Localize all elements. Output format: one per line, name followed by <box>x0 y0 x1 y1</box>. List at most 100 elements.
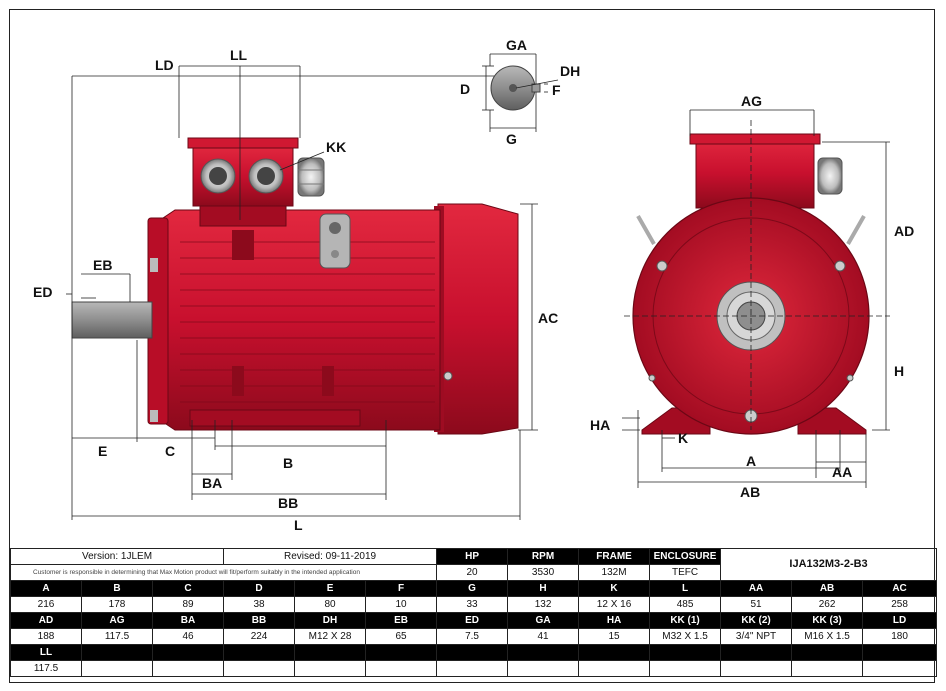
spec-value-6: 33 <box>436 596 509 613</box>
spec-value-empty <box>223 660 296 677</box>
dim-label-AA: AA <box>832 464 852 480</box>
spec-header-6: ED <box>436 612 509 629</box>
spec-sheet-frame: LD LL KK ED EB AC E C B BA BB L <box>9 9 938 683</box>
spec-header-9: KK (1) <box>649 612 722 629</box>
spec-header-6: G <box>436 580 509 597</box>
dim-label-LD: LD <box>155 57 174 73</box>
spec-value-9: 485 <box>649 596 722 613</box>
spec-value-7: 132 <box>507 596 580 613</box>
spec-header-empty <box>365 644 438 661</box>
spec-header-2: C <box>151 580 225 597</box>
dim-label-BB: BB <box>278 495 298 511</box>
dim-label-A: A <box>746 453 756 469</box>
spec-header-empty <box>151 644 225 661</box>
side-dimension-lines <box>66 65 538 520</box>
spec-value-10: 51 <box>720 596 793 613</box>
spec-header-empty <box>294 644 367 661</box>
spec-header-3: BB <box>223 612 296 629</box>
spec-header-empty <box>649 644 722 661</box>
spec-header-empty <box>720 644 793 661</box>
spec-header-12: AC <box>862 580 938 597</box>
spec-value-6: 7.5 <box>436 628 509 645</box>
spec-header-10: KK (2) <box>720 612 793 629</box>
spec-header-empty <box>578 644 651 661</box>
spec-value-1: 178 <box>81 596 153 613</box>
spec-value-empty <box>507 660 580 677</box>
spec-value-0: 188 <box>10 628 82 645</box>
spec-value-empty <box>649 660 722 677</box>
value-enclosure: TEFC <box>649 564 722 581</box>
dim-label-KK: KK <box>326 139 346 155</box>
dim-label-BA: BA <box>202 475 222 491</box>
dim-label-G: G <box>506 131 517 147</box>
spec-value-12: 258 <box>862 596 938 613</box>
spec-value-0: 216 <box>10 596 82 613</box>
dim-label-ED: ED <box>33 284 52 300</box>
spec-value-0: 117.5 <box>10 660 82 677</box>
dim-label-DH: DH <box>560 63 580 79</box>
dim-label-C: C <box>165 443 175 459</box>
revised-cell: Revised: 09-11-2019 <box>223 548 438 565</box>
spec-header-4: E <box>294 580 367 597</box>
spec-header-11: AB <box>791 580 864 597</box>
spec-value-empty <box>436 660 509 677</box>
dim-label-F: F <box>552 82 561 98</box>
spec-value-1: 117.5 <box>81 628 153 645</box>
spec-value-empty <box>720 660 793 677</box>
spec-value-2: 89 <box>151 596 225 613</box>
dim-label-AB: AB <box>740 484 760 500</box>
spec-header-7: GA <box>507 612 580 629</box>
dim-label-AC: AC <box>538 310 558 326</box>
spec-header-empty <box>223 644 296 661</box>
spec-header-empty <box>791 644 864 661</box>
spec-header-2: BA <box>151 612 225 629</box>
spec-value-8: 15 <box>578 628 651 645</box>
spec-header-10: AA <box>720 580 793 597</box>
spec-header-0: A <box>10 580 82 597</box>
shaft-end-view <box>482 53 559 132</box>
spec-value-3: 224 <box>223 628 296 645</box>
dim-label-HA: HA <box>590 417 610 433</box>
spec-header-empty <box>436 644 509 661</box>
value-frame: 132M <box>578 564 651 581</box>
spec-header-8: K <box>578 580 651 597</box>
spec-value-12: 180 <box>862 628 938 645</box>
spec-value-3: 38 <box>223 596 296 613</box>
spec-value-10: 3/4" NPT <box>720 628 793 645</box>
spec-header-4: DH <box>294 612 367 629</box>
disclaimer-note: Customer is responsible in determining t… <box>9 564 438 581</box>
spec-value-empty <box>791 660 864 677</box>
header-hp: HP <box>436 548 509 565</box>
dim-label-L: L <box>294 517 303 533</box>
value-rpm: 3530 <box>507 564 580 581</box>
spec-header-3: D <box>223 580 296 597</box>
spec-header-empty <box>81 644 153 661</box>
model-number: IJA132M3-2-B3 <box>720 548 938 581</box>
dim-label-K: K <box>678 430 688 446</box>
spec-value-empty <box>81 660 153 677</box>
front-dimension-lines <box>622 109 890 488</box>
dim-label-H: H <box>894 363 904 379</box>
dim-label-EB: EB <box>93 257 112 273</box>
spec-header-9: L <box>649 580 722 597</box>
spec-value-empty <box>365 660 438 677</box>
header-rpm: RPM <box>507 548 580 565</box>
header-frame: FRAME <box>578 548 651 565</box>
spec-header-0: LL <box>10 644 82 661</box>
spec-header-5: EB <box>365 612 438 629</box>
spec-header-12: LD <box>862 612 938 629</box>
spec-value-9: M32 X 1.5 <box>649 628 722 645</box>
dim-label-B: B <box>283 455 293 471</box>
spec-value-empty <box>294 660 367 677</box>
spec-value-11: M16 X 1.5 <box>791 628 864 645</box>
spec-value-4: 80 <box>294 596 367 613</box>
spec-value-4: M12 X 28 <box>294 628 367 645</box>
spec-header-7: H <box>507 580 580 597</box>
motor-side-view <box>71 137 519 435</box>
header-enclosure: ENCLOSURE <box>649 548 722 565</box>
spec-header-empty <box>507 644 580 661</box>
motor-dimension-drawing: LD LL KK ED EB AC E C B BA BB L <box>33 37 914 533</box>
spec-value-5: 65 <box>365 628 438 645</box>
spec-value-2: 46 <box>151 628 225 645</box>
spec-header-1: AG <box>81 612 153 629</box>
